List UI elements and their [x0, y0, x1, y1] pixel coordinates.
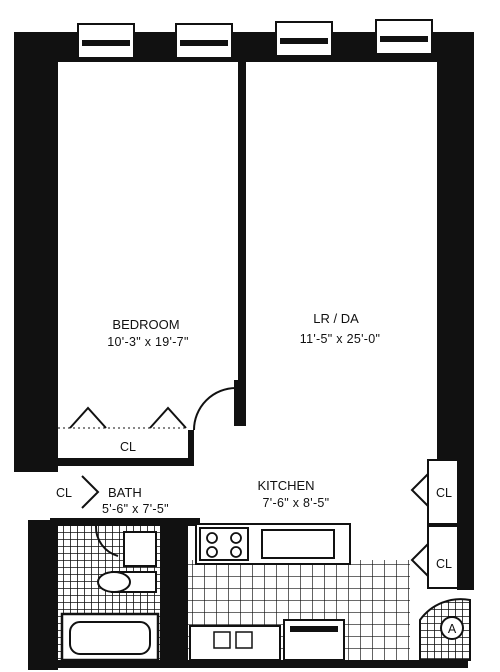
window-1: [77, 23, 135, 59]
bath-closet-label: CL: [56, 486, 72, 500]
kitchen-size: 7'-6" x 8'-5": [263, 496, 330, 510]
window-3: [275, 21, 333, 57]
window-2: [175, 23, 233, 59]
bedroom-label: BEDROOM: [112, 317, 179, 332]
bedroom-door: [193, 380, 239, 431]
marker-circle: [440, 616, 464, 640]
right-closet-upper: [410, 459, 459, 525]
bath-door: [94, 525, 119, 557]
bedroom-size: 10'-3" x 19'-7": [107, 335, 188, 349]
bath-label: BATH: [108, 485, 142, 500]
windows: [77, 19, 433, 59]
kitchen-label: KITCHEN: [257, 478, 314, 493]
right-closet-lower-label: CL: [436, 557, 452, 571]
stove: [199, 527, 249, 561]
right-closet-lower: [410, 525, 459, 589]
window-4: [375, 19, 433, 55]
bath-size: 5'-6" x 7'-5": [102, 502, 169, 516]
lrda-label: LR / DA: [313, 311, 359, 326]
right-closet-upper-label: CL: [436, 486, 452, 500]
lrda-size: 11'-5" x 25'-0": [300, 332, 380, 346]
partition-wall: [238, 60, 246, 426]
toilet: [97, 571, 157, 593]
kitchen-base-cabinets: [189, 619, 345, 661]
sink: [123, 531, 157, 567]
entry-corner: [419, 598, 471, 661]
bath-kitchen-walls: [14, 466, 200, 660]
marker-label: A: [448, 622, 457, 636]
bath-closet: [81, 475, 100, 509]
bathtub: [60, 612, 160, 662]
bedroom-closet: [58, 406, 194, 466]
bedroom-closet-label: CL: [120, 440, 136, 454]
